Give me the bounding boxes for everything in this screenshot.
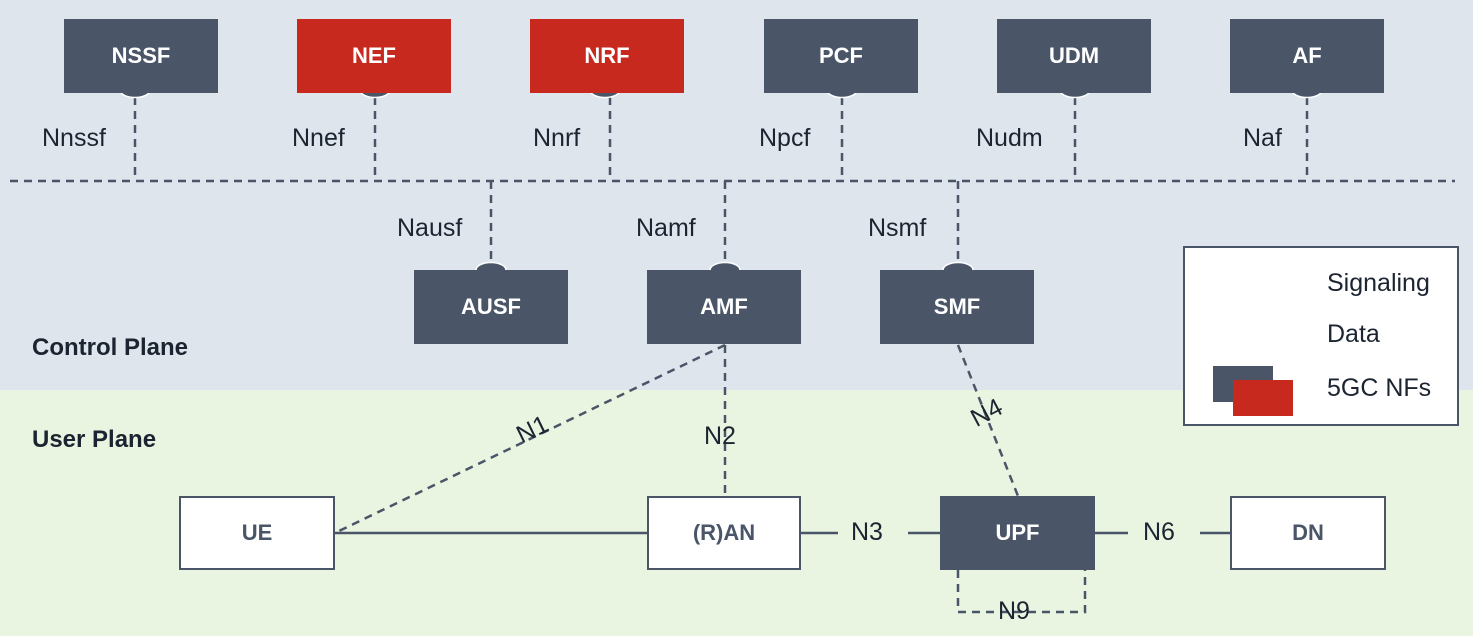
smf-box: SMF: [880, 270, 1034, 344]
nssf-box: NSSF: [64, 19, 218, 93]
af-box: AF: [1230, 19, 1384, 93]
udm-box: UDM: [997, 19, 1151, 93]
upf-box: UPF: [940, 496, 1095, 570]
nausf-label: Nausf: [397, 214, 463, 242]
legend-red-nf-swatch: [1233, 380, 1293, 416]
ausf-box: AUSF: [414, 270, 568, 344]
legend-signaling-label: Signaling: [1327, 269, 1430, 297]
nrf-box: NRF: [530, 19, 684, 93]
n6-label: N6: [1143, 518, 1175, 546]
npcf-label: Npcf: [759, 124, 811, 152]
n2-label: N2: [704, 422, 736, 450]
nef-box: NEF: [297, 19, 451, 93]
nudm-label: Nudm: [976, 124, 1043, 152]
legend: Signaling Data 5GC NFs: [1183, 246, 1459, 426]
pcf-box: PCF: [764, 19, 918, 93]
ran-box: (R)AN: [647, 496, 801, 570]
nnef-label: Nnef: [292, 124, 345, 152]
amf-box: AMF: [647, 270, 801, 344]
dn-box: DN: [1230, 496, 1386, 570]
nsmf-label: Nsmf: [868, 214, 927, 242]
legend-data-label: Data: [1327, 320, 1380, 348]
nnssf-label: Nnssf: [42, 124, 106, 152]
ue-box: UE: [179, 496, 335, 570]
n3-label: N3: [851, 518, 883, 546]
namf-label: Namf: [636, 214, 696, 242]
naf-label: Naf: [1243, 124, 1282, 152]
nnrf-label: Nnrf: [533, 124, 581, 152]
n1-line: [338, 343, 726, 533]
control-plane-label: Control Plane: [32, 334, 189, 361]
n9-loop: [956, 570, 1087, 614]
n9-label: N9: [998, 597, 1030, 625]
legend-nfs-label: 5GC NFs: [1327, 374, 1432, 402]
user-plane-label: User Plane: [32, 426, 157, 453]
